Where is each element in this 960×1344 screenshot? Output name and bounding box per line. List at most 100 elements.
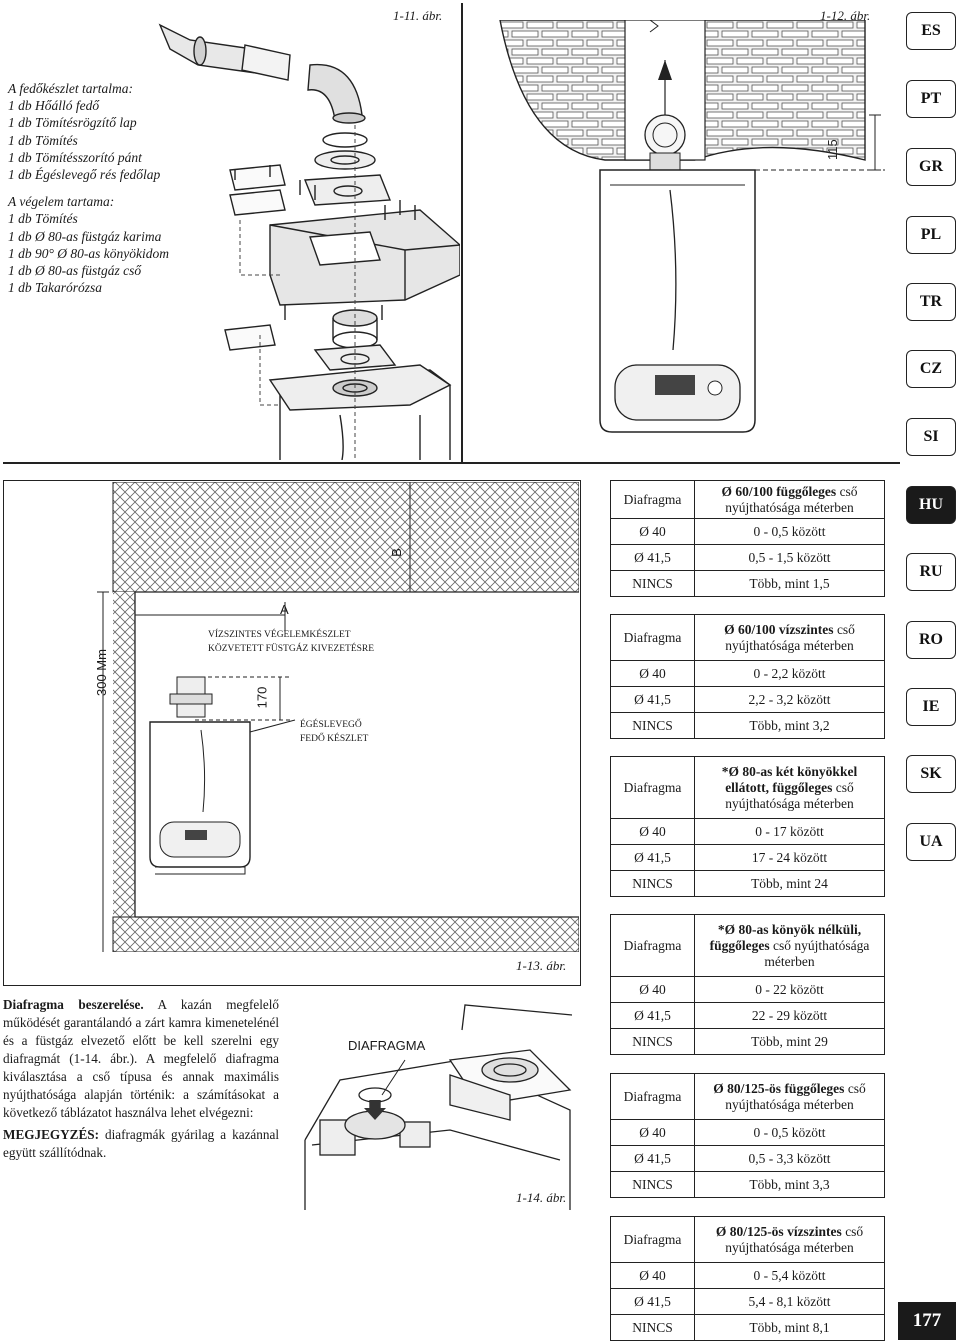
length-cell: 22 - 29 között bbox=[694, 1002, 885, 1029]
language-tab-sk[interactable]: SK bbox=[906, 755, 956, 793]
diaphragm-cell: Ø 41,5 bbox=[610, 1002, 695, 1029]
note-paragraph: diafragmák gyárilag a kazánnal együtt sz… bbox=[3, 1127, 279, 1160]
diaphragm-cell: Ø 41,5 bbox=[610, 544, 695, 571]
length-cell: Több, mint 24 bbox=[694, 870, 885, 897]
figure-1-13-label: 1-13. ábr. bbox=[516, 958, 567, 973]
table-header: Ø 60/100 vízszintes cső nyújthatósága mé… bbox=[694, 614, 885, 661]
language-tab-ru[interactable]: RU bbox=[906, 553, 956, 591]
diafragma-callout: DIAFRAGMA bbox=[348, 1038, 426, 1053]
table-80-no-elbow-vertical: Diafragma*Ø 80-as könyök nélküli, függől… bbox=[610, 914, 885, 1055]
diaphragm-cell: Ø 40 bbox=[610, 1119, 695, 1146]
language-tab-hu[interactable]: HU bbox=[906, 486, 956, 524]
figure-1-11-label: 1-11. ábr. bbox=[393, 8, 443, 23]
wall-installation-drawing bbox=[97, 482, 579, 952]
length-cell: Több, mint 3,3 bbox=[694, 1171, 885, 1198]
length-cell: 2,2 - 3,2 között bbox=[694, 686, 885, 713]
end-kit-title: A végelem tartama: bbox=[8, 194, 115, 210]
cover-kit-item: 1 db Tömítésszorító pánt bbox=[8, 149, 142, 165]
page-number: 177 bbox=[898, 1302, 956, 1340]
table-header: Ø 80/125-ös függőleges cső nyújthatósága… bbox=[694, 1073, 885, 1120]
length-cell: 17 - 24 között bbox=[694, 844, 885, 871]
flue-installation-drawing: 115 bbox=[499, 20, 885, 433]
length-cell: 0 - 0,5 között bbox=[694, 518, 885, 545]
language-tab-pl[interactable]: PL bbox=[906, 216, 956, 254]
figure-1-14-label: 1-14. ábr. bbox=[516, 1190, 567, 1205]
horizontal-kit-note: VÍZSZINTES VÉGELEMKÉSZLET KÖZVETETT FÜST… bbox=[208, 630, 375, 654]
length-cell: Több, mint 1,5 bbox=[694, 570, 885, 597]
language-tab-pt[interactable]: PT bbox=[906, 80, 956, 118]
end-kit-item: 1 db 90° Ø 80-as könyökidom bbox=[8, 245, 169, 261]
length-cell: Több, mint 3,2 bbox=[694, 712, 885, 739]
table-header: *Ø 80-as könyök nélküli, függőleges cső … bbox=[694, 914, 885, 977]
diaphragm-cell: Ø 41,5 bbox=[610, 844, 695, 871]
dimension-a-label: A bbox=[280, 602, 289, 617]
table-80-two-elbows-vertical: Diafragma*Ø 80-as két könyökkel ellátott… bbox=[610, 756, 885, 897]
table-col-header: Diafragma bbox=[610, 614, 695, 661]
language-tab-cz[interactable]: CZ bbox=[906, 350, 956, 388]
length-cell: 0,5 - 3,3 között bbox=[694, 1145, 885, 1172]
dimension-300-label: 300 Mm bbox=[94, 649, 109, 696]
end-kit-item: 1 db Takarórózsa bbox=[8, 280, 103, 296]
air-cover-note: ÉGÉSLEVEGŐ FEDŐ KÉSZLET bbox=[300, 720, 369, 744]
diaphragm-cell: Ø 40 bbox=[610, 976, 695, 1003]
section-heading: Diafragma beszerelése. bbox=[3, 997, 144, 1012]
table-col-header: Diafragma bbox=[610, 480, 695, 519]
language-tab-es[interactable]: ES bbox=[906, 12, 956, 50]
note-heading: MEGJEGYZÉS: bbox=[3, 1127, 99, 1142]
length-cell: 0 - 2,2 között bbox=[694, 660, 885, 687]
language-tab-tr[interactable]: TR bbox=[906, 283, 956, 321]
diaphragm-cell: Ø 41,5 bbox=[610, 1145, 695, 1172]
cover-kit-title: A fedőkészlet tartalma: bbox=[8, 81, 133, 96]
table-col-header: Diafragma bbox=[610, 1216, 695, 1263]
end-kit-item: 1 db Ø 80-as füstgáz cső bbox=[8, 263, 142, 279]
diaphragm-cell: NINCS bbox=[610, 870, 695, 897]
table-header: Ø 80/125-ös vízszintes cső nyújthatósága… bbox=[694, 1216, 885, 1263]
diaphragm-cell: Ø 40 bbox=[610, 1262, 695, 1289]
end-kit-item: 1 db Ø 80-as füstgáz karima bbox=[8, 228, 162, 244]
diaphragm-cell: NINCS bbox=[610, 1171, 695, 1198]
language-tab-gr[interactable]: GR bbox=[906, 148, 956, 186]
cover-kit-item: 1 db Tömítés bbox=[8, 132, 78, 148]
diaphragm-cell: NINCS bbox=[610, 570, 695, 597]
top-figures-bottom-rule bbox=[3, 462, 900, 464]
length-cell: 5,4 - 8,1 között bbox=[694, 1288, 885, 1315]
length-cell: 0 - 17 között bbox=[694, 818, 885, 845]
language-tab-ie[interactable]: IE bbox=[906, 688, 956, 726]
table-col-header: Diafragma bbox=[610, 756, 695, 819]
figure-1-12-label: 1-12. ábr. bbox=[820, 8, 871, 23]
diaphragm-cell: Ø 41,5 bbox=[610, 686, 695, 713]
length-cell: 0 - 0,5 között bbox=[694, 1119, 885, 1146]
cover-kit-item: 1 db Hőálló fedő bbox=[8, 98, 100, 114]
diaphragm-cell: Ø 40 bbox=[610, 660, 695, 687]
length-cell: 0 - 5,4 között bbox=[694, 1262, 885, 1289]
dimension-b-label: B bbox=[388, 548, 404, 557]
diaphragm-cell: NINCS bbox=[610, 712, 695, 739]
diaphragm-cell: NINCS bbox=[610, 1028, 695, 1055]
table-header: *Ø 80-as két könyökkel ellátott, függőle… bbox=[694, 756, 885, 819]
figure-1-13-frame bbox=[3, 480, 581, 986]
table-col-header: Diafragma bbox=[610, 1073, 695, 1120]
diaphragm-instructions: Diafragma beszerelése. A kazán megfelelő… bbox=[3, 996, 279, 1162]
dimension-115: 115 bbox=[825, 139, 840, 160]
language-tab-si[interactable]: SI bbox=[906, 418, 956, 456]
table-col-header: Diafragma bbox=[610, 914, 695, 977]
language-tab-ua[interactable]: UA bbox=[906, 823, 956, 861]
exploded-assembly-drawing bbox=[158, 23, 460, 460]
diaphragm-installation-drawing bbox=[304, 1004, 573, 1210]
end-kit-item: 1 db Tömítés bbox=[8, 211, 78, 227]
figure-1-12-divider bbox=[461, 3, 463, 462]
cover-kit-item: 1 db Égéslevegő rés fedőlap bbox=[8, 167, 161, 183]
instructions-paragraph: A kazán megfelelő működését garantálandó… bbox=[3, 997, 279, 1120]
diaphragm-cell: Ø 41,5 bbox=[610, 1288, 695, 1315]
length-cell: 0 - 22 között bbox=[694, 976, 885, 1003]
table-header: Ø 60/100 függőleges cső nyújthatósága mé… bbox=[694, 480, 885, 519]
dimension-170-label: 170 bbox=[254, 686, 270, 709]
kit-contents: A fedőkészlet tartalma: 1 db Hőálló fedő… bbox=[8, 80, 169, 296]
language-tab-ro[interactable]: RO bbox=[906, 621, 956, 659]
diaphragm-cell: Ø 40 bbox=[610, 818, 695, 845]
diaphragm-cell: NINCS bbox=[610, 1314, 695, 1341]
